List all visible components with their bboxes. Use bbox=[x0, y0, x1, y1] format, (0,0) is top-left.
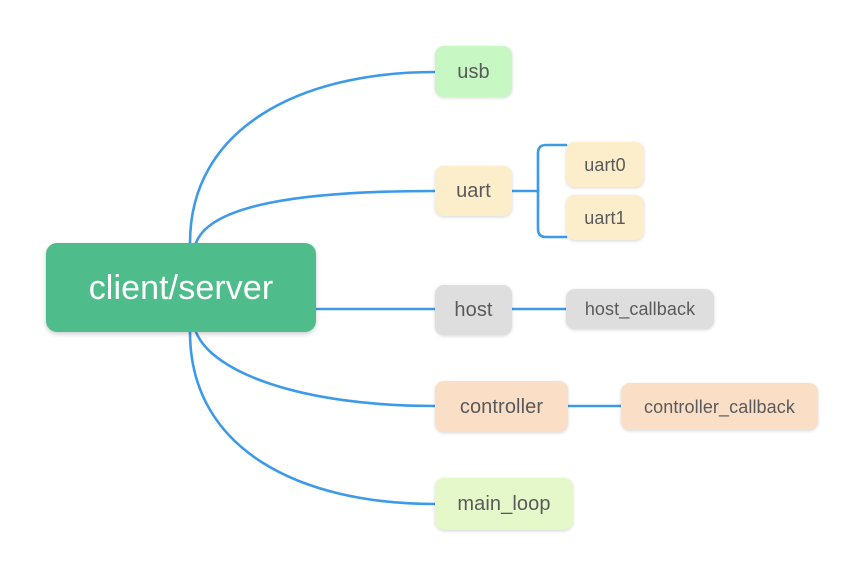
edge-root-controller bbox=[194, 330, 437, 408]
node-uart1[interactable]: uart1 bbox=[566, 195, 644, 240]
node-controller[interactable]: controller bbox=[435, 381, 568, 432]
node-host-callback[interactable]: host_callback bbox=[566, 289, 714, 329]
node-label-usb: usb bbox=[457, 60, 490, 83]
node-label-host-callback: host_callback bbox=[584, 299, 696, 319]
node-label-host: host bbox=[454, 299, 493, 321]
node-host[interactable]: host bbox=[435, 285, 512, 335]
node-client-server[interactable]: client/server bbox=[46, 243, 316, 332]
node-uart0[interactable]: uart0 bbox=[566, 142, 644, 187]
node-label-main-loop: main_loop bbox=[457, 493, 551, 515]
edge-uart-bracket-up bbox=[536, 143, 568, 193]
node-label-client-server: client/server bbox=[88, 268, 274, 307]
node-label-uart: uart bbox=[456, 180, 491, 202]
node-label-controller-callback: controller_callback bbox=[644, 396, 795, 417]
node-main-loop[interactable]: main_loop bbox=[435, 478, 573, 530]
node-usb[interactable]: usb bbox=[435, 46, 512, 97]
edge-root-main_loop bbox=[188, 330, 437, 506]
edge-uart-bracket-down bbox=[536, 189, 568, 239]
edge-root-usb bbox=[188, 70, 437, 245]
node-label-controller: controller bbox=[459, 395, 544, 418]
node-label-uart0: uart0 bbox=[584, 154, 626, 175]
node-uart[interactable]: uart bbox=[435, 166, 512, 216]
edge-root-uart bbox=[194, 189, 437, 245]
node-controller-callback[interactable]: controller_callback bbox=[621, 383, 818, 430]
node-label-uart1: uart1 bbox=[584, 207, 626, 228]
